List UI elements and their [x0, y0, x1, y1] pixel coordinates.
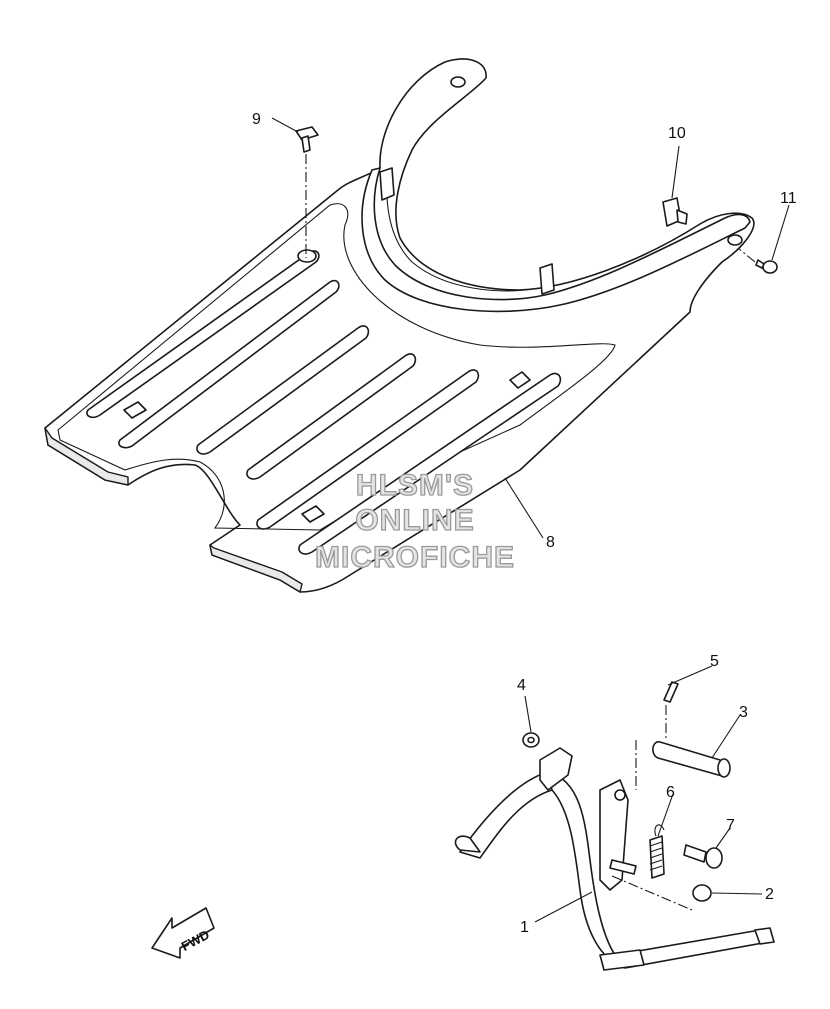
- watermark-line-3-fill: MICROFICHE: [315, 541, 515, 574]
- leader-lines: [271, 117, 790, 923]
- frame-clip-left: [379, 167, 395, 201]
- floor-mount-hole-2: [301, 505, 325, 523]
- frame-clip-right: [539, 263, 555, 295]
- side-stand-assembly: [454, 681, 775, 971]
- floor-rib-3: [196, 325, 370, 455]
- side-stand-1-pedal: [754, 927, 775, 945]
- callout-8: 8: [546, 534, 555, 551]
- clip-nut-10: [662, 197, 688, 227]
- fwd-direction-arrow: FWD: [151, 907, 215, 959]
- callout-1: 1: [520, 919, 529, 936]
- callout-10: 10: [668, 125, 686, 142]
- spring-6: [649, 835, 665, 879]
- stand-spring-pin: [609, 859, 637, 875]
- callout-5: 5: [710, 653, 719, 670]
- callout-9: 9: [252, 111, 261, 128]
- watermark: HLSM'S HLSM'S ONLINE ONLINE MICROFICHE M…: [314, 468, 515, 574]
- callout-11: 11: [780, 190, 797, 207]
- bolt-9: [295, 126, 319, 258]
- floor-mount-hole-1: [123, 401, 147, 419]
- side-stand-1-foot: [599, 949, 645, 971]
- bolt-7-head: [705, 847, 723, 869]
- floor-mount-hole-3: [509, 371, 531, 389]
- bolt-7: [683, 844, 707, 863]
- floor-rib-2: [118, 279, 340, 449]
- watermark-line-2: ONLINE: [355, 504, 474, 537]
- pivot-hole: [614, 789, 626, 801]
- watermark-line-1-fill: HLSM'S: [356, 469, 474, 502]
- cap-2: [692, 884, 712, 902]
- floor-board-deck: [57, 203, 616, 531]
- washer-4-hole: [527, 736, 535, 744]
- watermark-line-3: MICROFICHE: [315, 541, 515, 574]
- floor-screw-hole: [297, 249, 317, 263]
- frame-rear-hole-right: [727, 234, 743, 246]
- floor-rib-4: [246, 353, 417, 480]
- screw-11: [737, 247, 778, 274]
- floor-board-rear-lip: [209, 544, 303, 593]
- pivot-bolt-3-head: [717, 758, 731, 778]
- callout-7: 7: [726, 817, 735, 834]
- footrest-floor-board: [44, 58, 755, 593]
- watermark-line-1: HLSM'S: [356, 469, 474, 502]
- callout-labels: 1 2 3 4 5 6 7 8 9 10 11: [252, 111, 797, 936]
- floor-rib-6: [298, 372, 562, 555]
- floor-rib-1: [86, 250, 320, 418]
- floor-board-rear-frame-inner: [386, 169, 541, 292]
- side-stand-1-bracket: [539, 747, 573, 791]
- hook-left: [454, 835, 481, 853]
- frame-rear-hole-left: [450, 76, 466, 88]
- callout-6: 6: [666, 784, 675, 801]
- callout-2: 2: [765, 886, 774, 903]
- floor-board-front-lip: [44, 427, 129, 486]
- watermark-line-2-fill: ONLINE: [355, 504, 474, 537]
- side-stand-1-leg: [547, 771, 769, 969]
- callout-3: 3: [739, 704, 748, 721]
- cotter-pin-5: [663, 681, 679, 703]
- floor-rib-5: [256, 369, 480, 530]
- floor-board-rear-frame: [361, 167, 751, 313]
- callout-4: 4: [517, 677, 526, 694]
- pivot-bolt-3: [652, 741, 728, 777]
- arrow-left-icon: [151, 907, 215, 959]
